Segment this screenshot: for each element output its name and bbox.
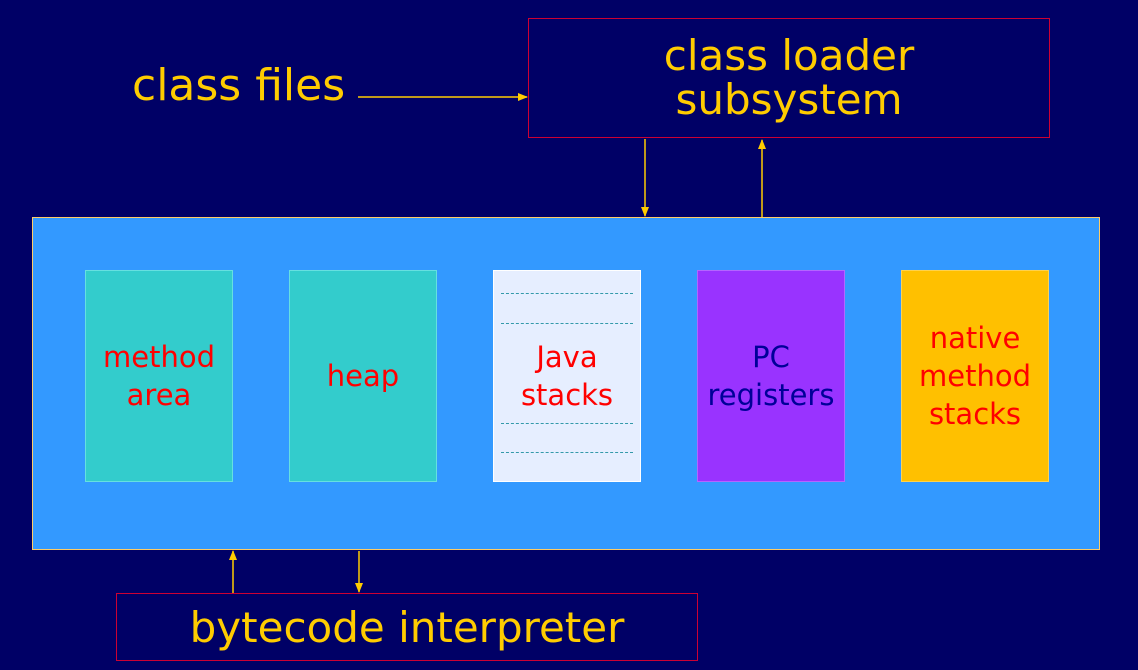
native-method-stacks-box: native method stacks (901, 270, 1049, 482)
class-files-label: class files (132, 60, 346, 111)
method-area-line-1: method (103, 340, 215, 374)
native-stacks-line-2: method (919, 359, 1031, 393)
stack-frame-divider (501, 452, 633, 453)
java-stacks-line-1: Java (536, 340, 598, 374)
pc-registers-label: PC registers (708, 338, 835, 414)
pc-registers-line-2: registers (707, 378, 835, 412)
pc-registers-box: PC registers (697, 270, 845, 482)
stack-frame-divider (501, 423, 633, 424)
method-area-box: method area (85, 270, 233, 482)
native-method-stacks-label: native method stacks (919, 319, 1031, 433)
java-stacks-label: Java stacks (521, 338, 613, 414)
bytecode-interpreter-label: bytecode interpreter (189, 602, 625, 652)
stack-frame-divider (501, 323, 633, 324)
native-stacks-line-1: native (929, 321, 1021, 355)
heap-box: heap (289, 270, 437, 482)
class-loader-subsystem-box: class loader subsystem (528, 18, 1050, 138)
java-stacks-line-2: stacks (520, 378, 614, 412)
method-area-line-2: area (126, 378, 192, 412)
native-stacks-line-3: stacks (928, 397, 1022, 431)
pc-registers-line-1: PC (752, 340, 790, 374)
class-loader-subsystem-label: class loader subsystem (664, 34, 914, 122)
method-area-label: method area (103, 338, 215, 414)
stack-frame-divider (501, 293, 633, 294)
bytecode-interpreter-box: bytecode interpreter (116, 593, 698, 661)
class-loader-line-2: subsystem (675, 75, 903, 124)
heap-label: heap (326, 359, 400, 393)
class-loader-line-1: class loader (663, 31, 915, 80)
java-stacks-box: Java stacks (493, 270, 641, 482)
